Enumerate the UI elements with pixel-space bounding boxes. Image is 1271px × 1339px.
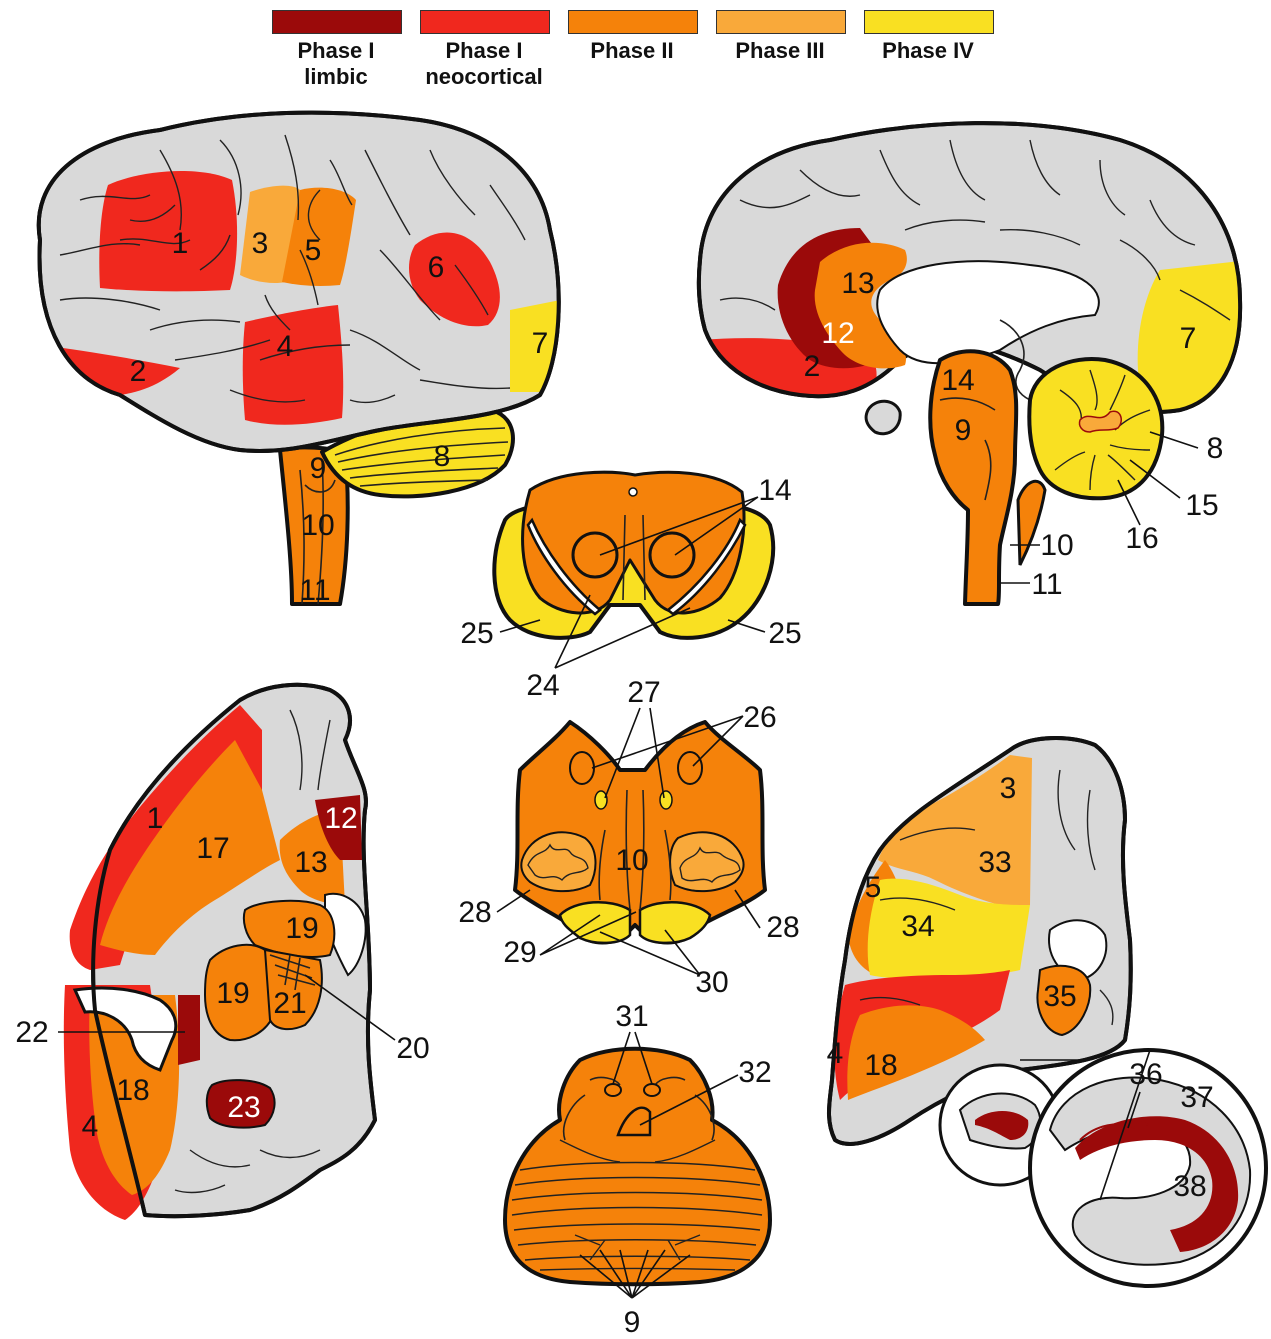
coronal-right-label-33: 33 <box>978 846 1011 879</box>
coronal-left-label-13: 13 <box>294 846 327 879</box>
midbrain-label-25-right: 25 <box>768 617 801 650</box>
medial-label-15: 15 <box>1185 489 1218 522</box>
midbrain-section: 14 25 25 24 <box>460 472 801 702</box>
medulla-label-28-left: 28 <box>458 896 491 929</box>
lateral-region-1 <box>99 171 237 291</box>
medial-label-9: 9 <box>955 414 972 447</box>
lateral-label-4: 4 <box>277 330 294 363</box>
medulla-label-27: 27 <box>627 676 660 709</box>
pons-label-32: 32 <box>738 1056 771 1089</box>
midbrain-label-25-left: 25 <box>460 617 493 650</box>
coronal-left-label-20: 20 <box>396 1032 429 1065</box>
coronal-right-label-5: 5 <box>865 871 882 904</box>
coronal-left-label-1: 1 <box>147 802 164 835</box>
medulla-label-10: 10 <box>615 844 648 877</box>
lateral-label-3: 3 <box>252 227 269 260</box>
medial-hypothalamus <box>866 401 900 434</box>
coronal-right-label-37: 37 <box>1180 1081 1213 1114</box>
medial-label-8: 8 <box>1207 432 1224 465</box>
lateral-brain-view: 1 2 3 4 5 6 7 8 9 10 11 <box>39 113 560 607</box>
coronal-left-label-21: 21 <box>273 987 306 1020</box>
coronal-left-label-19-lower: 19 <box>216 977 249 1010</box>
coronal-right-label-35: 35 <box>1043 980 1076 1013</box>
medulla-label-28-right: 28 <box>766 911 799 944</box>
medial-label-2: 2 <box>804 350 821 383</box>
medulla-label-29: 29 <box>503 936 536 969</box>
coronal-left-label-4: 4 <box>82 1110 99 1143</box>
coronal-section-right: 3 33 5 34 35 4 18 36 37 38 <box>827 738 1266 1286</box>
medial-label-12: 12 <box>821 317 854 350</box>
medial-label-11: 11 <box>1031 568 1062 601</box>
medulla-label-30: 30 <box>695 966 728 999</box>
medial-label-16: 16 <box>1125 522 1158 555</box>
medial-label-7: 7 <box>1180 322 1197 355</box>
medial-label-14: 14 <box>941 364 974 397</box>
coronal-left-label-23: 23 <box>227 1091 260 1124</box>
lateral-label-1: 1 <box>172 227 189 260</box>
coronal-right-label-38: 38 <box>1173 1170 1206 1203</box>
pons-label-9: 9 <box>624 1306 641 1339</box>
coronal-right-label-3: 3 <box>1000 772 1017 805</box>
midbrain-label-24: 24 <box>526 669 559 702</box>
medial-label-10: 10 <box>1040 529 1073 562</box>
lateral-region-4 <box>243 305 343 425</box>
lateral-label-11: 11 <box>299 574 330 607</box>
medulla-label-26: 26 <box>743 701 776 734</box>
coronal-right-label-18: 18 <box>864 1049 897 1082</box>
coronal-left-region-22 <box>178 995 200 1065</box>
medial-brain-view: 2 7 8 9 10 11 12 13 14 15 16 <box>699 123 1250 604</box>
coronal-right-label-34: 34 <box>901 910 934 943</box>
lateral-label-9: 9 <box>310 452 327 485</box>
coronal-left-label-19-upper: 19 <box>285 912 318 945</box>
coronal-right-label-36: 36 <box>1129 1058 1162 1091</box>
lateral-label-5: 5 <box>305 234 322 267</box>
pons-label-31: 31 <box>615 1000 648 1033</box>
coronal-section-left: 1 17 12 13 19 19 21 20 22 18 4 23 <box>15 685 429 1220</box>
pons-section: 31 32 9 <box>505 1000 772 1339</box>
medulla-dorsal-nucleus-right <box>660 791 672 809</box>
medulla-dorsal-nucleus-left <box>595 791 607 809</box>
lateral-label-10: 10 <box>301 509 334 542</box>
coronal-left-label-12: 12 <box>324 802 357 835</box>
midbrain-aqueduct <box>629 488 637 496</box>
coronal-left-label-17: 17 <box>196 832 229 865</box>
medulla-pyramid-right <box>640 902 710 943</box>
lateral-label-2: 2 <box>130 355 147 388</box>
medulla-pyramid-left <box>560 902 630 943</box>
medial-label-13: 13 <box>841 267 874 300</box>
lateral-label-6: 6 <box>428 251 445 284</box>
coronal-left-label-18: 18 <box>116 1074 149 1107</box>
coronal-right-label-4: 4 <box>827 1037 844 1070</box>
midbrain-label-14: 14 <box>758 474 791 507</box>
lateral-label-8: 8 <box>434 440 451 473</box>
coronal-left-label-22: 22 <box>15 1016 48 1049</box>
lateral-label-7: 7 <box>532 327 549 360</box>
medulla-section: 27 26 10 28 28 29 30 <box>458 676 799 999</box>
